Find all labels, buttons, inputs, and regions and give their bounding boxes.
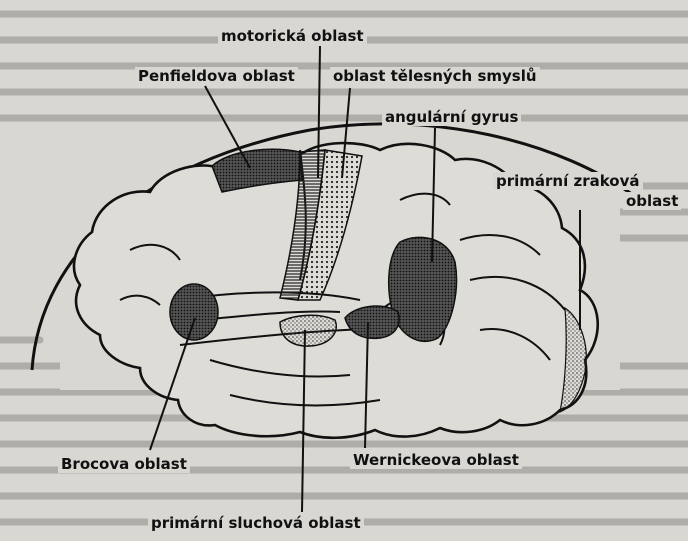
label-angular-gyrus: angulární gyrus (382, 108, 521, 126)
label-penfield-area: Penfieldova oblast (135, 67, 298, 85)
angular-gyrus-area (389, 237, 457, 341)
label-motor-area: motorická oblast (218, 27, 367, 45)
label-broca-area: Brocova oblast (58, 455, 190, 473)
broca-area (170, 284, 218, 340)
label-somatosensory-area: oblast tělesných smyslů (330, 67, 540, 85)
label-visual-area-line2: oblast (623, 192, 681, 210)
label-wernicke-area: Wernickeova oblast (350, 451, 522, 469)
label-auditory-area: primární sluchová oblast (148, 514, 364, 532)
label-visual-area-line1: primární zraková (493, 172, 643, 190)
